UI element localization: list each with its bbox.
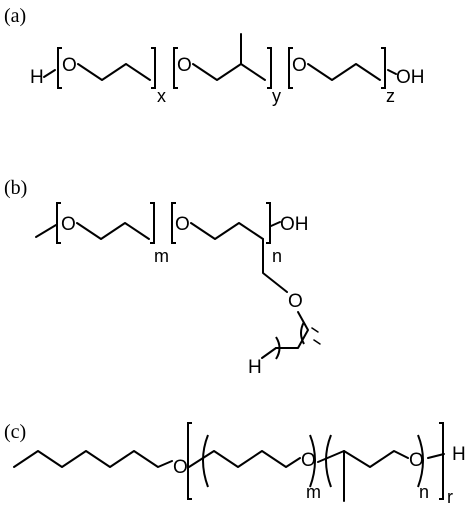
- panel-b-bracket-n-open: [171, 202, 176, 244]
- panel-b-side-chain: [262, 238, 288, 293]
- panel-a-bracket-x-open: [57, 47, 62, 89]
- panel-a-bracket-y-close: [267, 47, 272, 89]
- panel-c-label: (c): [4, 421, 26, 443]
- panel-b-o3-atom: O: [288, 291, 303, 312]
- panel-a-bracket-z-close: [381, 47, 386, 89]
- panel-a-o1-atom: O: [62, 55, 77, 76]
- panel-b-repeat-paren-left: [275, 336, 281, 360]
- panel-b-subscript-n: n: [272, 246, 282, 266]
- panel-c-bracket-r-close: [439, 422, 444, 500]
- panel-b-repeat-paren-right: [300, 321, 305, 345]
- panel-b-glycidyl-backbone: [190, 222, 264, 240]
- panel-a: (a) H O x O y O z OH: [4, 5, 425, 106]
- panel-a-subscript-x: x: [157, 86, 166, 106]
- panel-a-bracket-y-open: [173, 47, 178, 89]
- panel-a-oh-group: OH: [396, 67, 425, 88]
- panel-a-label: (a): [4, 5, 26, 27]
- panel-b-methyl-end: [35, 224, 57, 238]
- panel-c-subscript-r: r: [447, 487, 453, 507]
- panel-c: (c) O O m O n r H: [4, 421, 466, 507]
- panel-c-ethylene-chain: [188, 450, 301, 468]
- panel-b-subscript-m: m: [154, 246, 169, 266]
- panel-b-bracket-m-close: [150, 202, 155, 244]
- panel-b-wavy-bond: [313, 339, 321, 345]
- panel-c-propylene-chain: [317, 450, 409, 468]
- panel-b-bond: [261, 347, 277, 359]
- panel-b-h-atom: H: [248, 357, 262, 378]
- panel-a-subscript-z: z: [386, 86, 395, 106]
- panel-b-ethylene-chain: [76, 222, 150, 240]
- panel-b-bracket-m-open: [56, 202, 61, 244]
- panel-b-label: (b): [4, 177, 27, 199]
- panel-c-h-atom: H: [452, 444, 466, 465]
- panel-c-paren-m-close: [309, 434, 316, 488]
- panel-a-o2-atom: O: [177, 55, 192, 76]
- panel-a-h-atom: H: [30, 67, 44, 88]
- panel-c-butyl-chain: [13, 450, 173, 468]
- panel-a-bond: [43, 69, 56, 78]
- panel-b-o1-atom: O: [61, 214, 76, 235]
- panel-c-bracket-r-open: [187, 422, 192, 500]
- panel-c-o3-atom: O: [409, 450, 424, 471]
- panel-b-bracket-n-close: [266, 202, 271, 244]
- panel-c-o2-atom: O: [301, 450, 316, 471]
- panel-a-bond: [387, 69, 397, 75]
- panel-a-bracket-z-open: [288, 47, 293, 89]
- panel-c-bond: [427, 453, 445, 459]
- panel-a-o3-atom: O: [292, 55, 307, 76]
- panel-c-paren-n-close: [417, 434, 424, 488]
- panel-b: (b) O m O n OH O H: [4, 177, 321, 378]
- panel-a-ethylene-chain-2: [307, 63, 381, 81]
- panel-b-o2-atom: O: [175, 214, 190, 235]
- panel-c-paren-m-open: [202, 434, 209, 488]
- panel-b-ether-chain: [275, 311, 309, 349]
- panel-c-subscript-m: m: [306, 482, 321, 502]
- panel-a-propylene-chain: [192, 63, 266, 81]
- panel-b-bond: [270, 221, 281, 227]
- panel-c-o1-atom: O: [173, 457, 188, 478]
- panel-a-subscript-y: y: [272, 86, 281, 106]
- panel-b-wavy-bond: [311, 327, 319, 333]
- panel-b-oh-group: OH: [280, 214, 309, 235]
- panel-a-bracket-x-close: [151, 47, 156, 89]
- panel-a-ethylene-chain-1: [77, 63, 151, 81]
- panel-c-subscript-n: n: [419, 482, 429, 502]
- panel-c-paren-n-open: [325, 434, 332, 488]
